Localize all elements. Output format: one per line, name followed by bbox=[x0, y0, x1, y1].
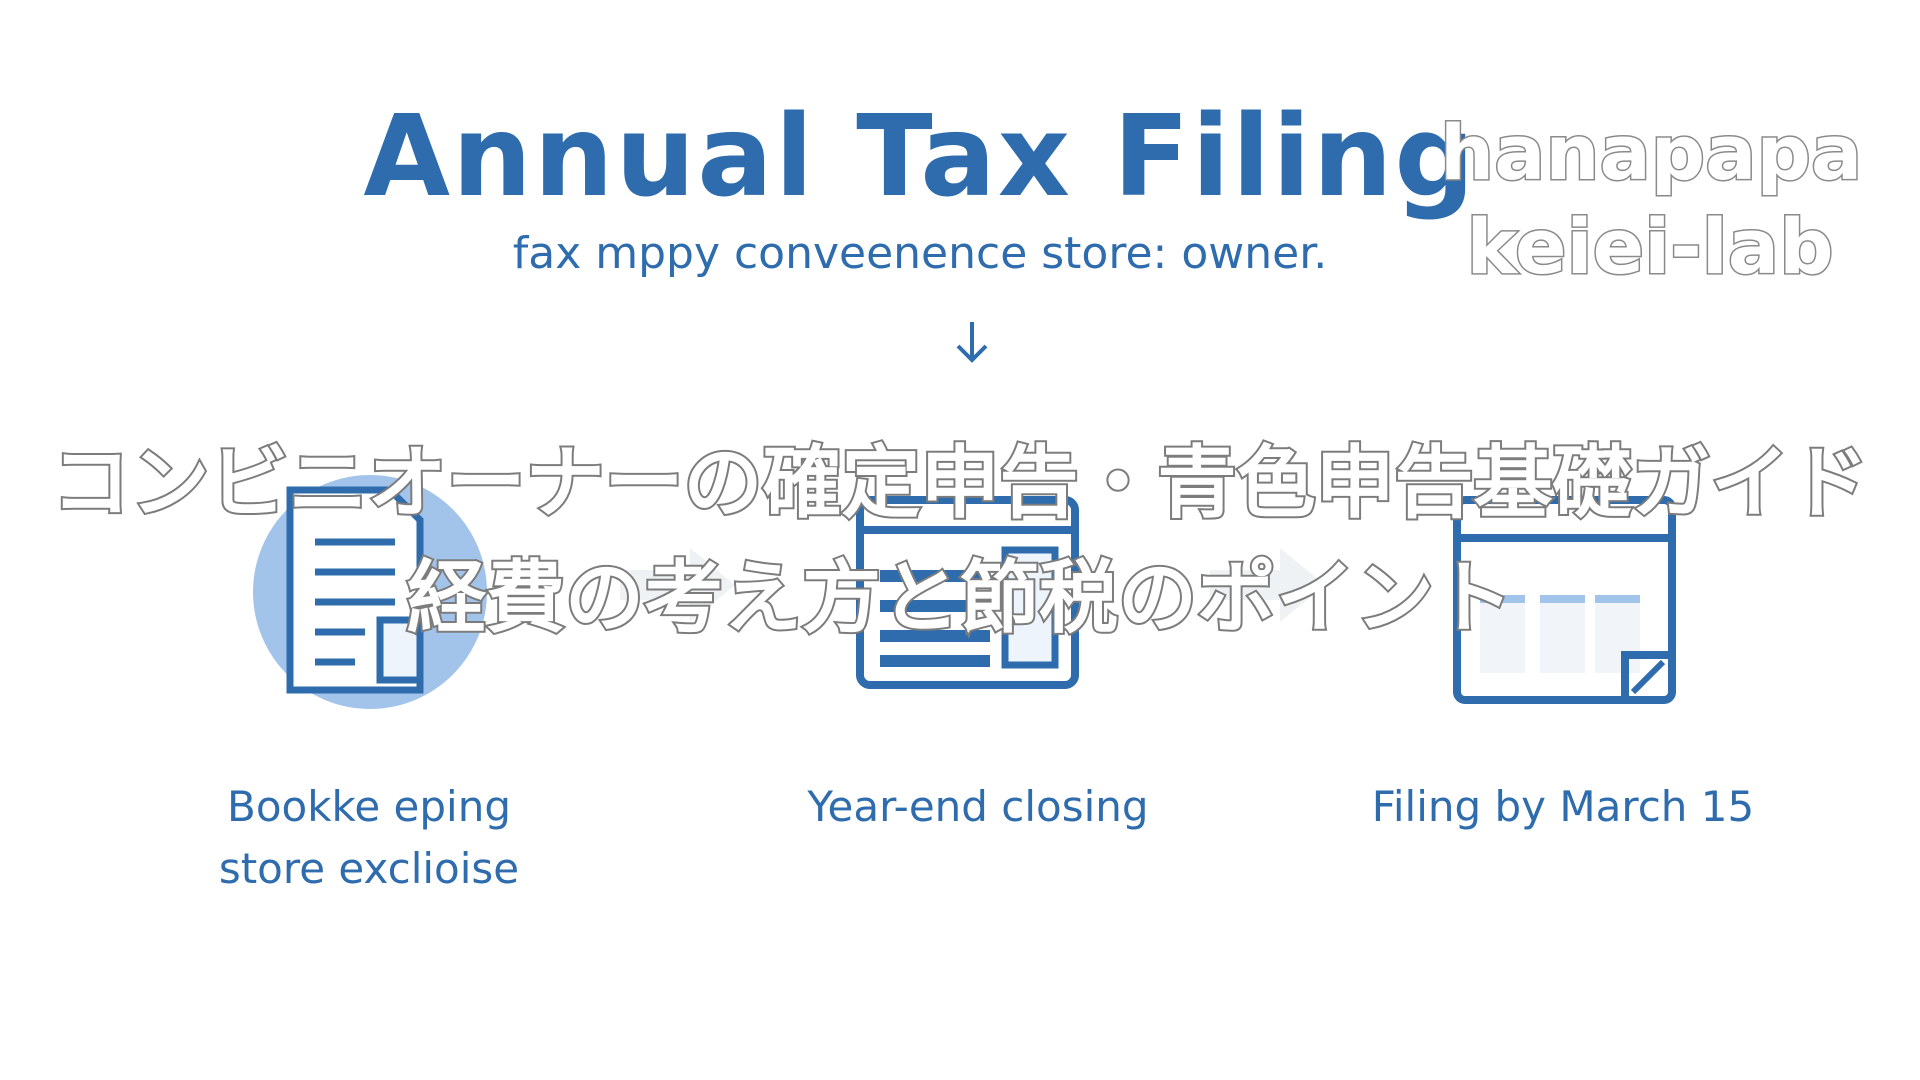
overlay-title-line1: コンビニオーナーの確定申告・青色申告基礎ガイド bbox=[50, 437, 1871, 529]
step-label-bookkeeping: Bookke eping store exclioise bbox=[119, 776, 619, 900]
overlay-title-line2: 経費の考え方と節税のポイント bbox=[405, 552, 1515, 644]
step-arrow-icon bbox=[1210, 548, 1325, 622]
calendar-icon bbox=[1453, 496, 1676, 704]
ledger-icon bbox=[856, 496, 1079, 689]
page-subtitle: fax mppy conveenence store: owner. bbox=[512, 228, 1328, 279]
watermark-line2: keiei-lab bbox=[1465, 201, 1835, 293]
step-arrow-icon bbox=[620, 548, 735, 622]
watermark-line1: hanapapa bbox=[1439, 107, 1864, 199]
page-title: Annual Tax Filing bbox=[363, 92, 1477, 222]
step-label-line: Bookke eping bbox=[227, 782, 511, 831]
step-label-year-end: Year-end closing bbox=[807, 782, 1149, 831]
step-label-line: store exclioise bbox=[218, 844, 520, 893]
arrow-down-icon bbox=[956, 322, 988, 363]
document-icon bbox=[253, 475, 487, 709]
step-label-filing: Filing by March 15 bbox=[1371, 782, 1755, 831]
